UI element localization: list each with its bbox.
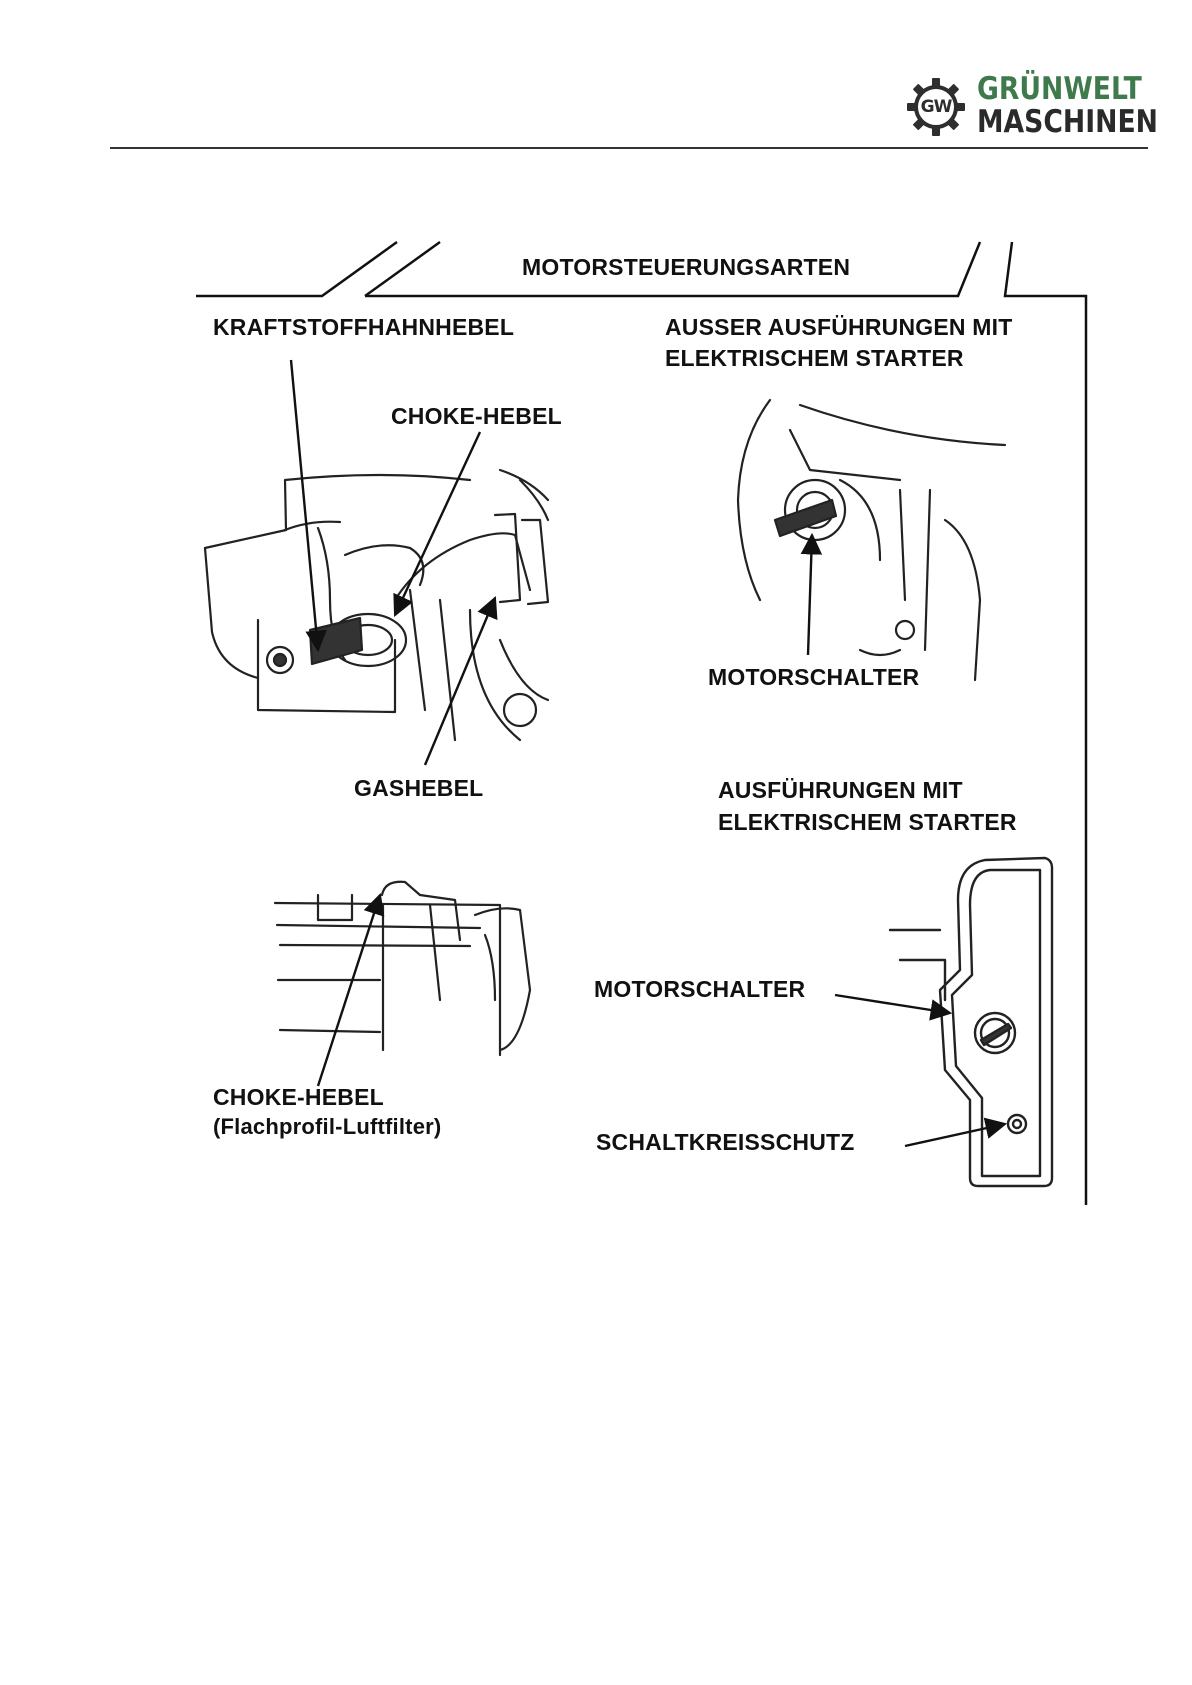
label-schaltkreisschutz: SCHALTKREISSCHUTZ bbox=[596, 1128, 855, 1156]
engine-lever-drawing bbox=[205, 470, 548, 740]
flat-filter-drawing bbox=[275, 882, 530, 1055]
label-choke-flachprofil: CHOKE-HEBEL bbox=[213, 1083, 384, 1111]
label-ausser-elektrisch: ELEKTRISCHEM STARTER bbox=[665, 344, 964, 372]
label-motorschalter-top: MOTORSCHALTER bbox=[708, 663, 919, 691]
label-flachprofil-luftfilter: (Flachprofil-Luftfilter) bbox=[213, 1113, 441, 1141]
figure-frame bbox=[196, 242, 1086, 1205]
label-choke-hebel: CHOKE-HEBEL bbox=[391, 402, 562, 430]
label-ausser-ausfuehrungen: AUSSER AUSFÜHRUNGEN MIT bbox=[665, 313, 1012, 341]
label-ausfuehrungen-mit: AUSFÜHRUNGEN MIT bbox=[718, 776, 963, 804]
label-mit-elektrisch: ELEKTRISCHEM STARTER bbox=[718, 808, 1017, 836]
label-kraftstoffhahnhebel: KRAFTSTOFFHAHNHEBEL bbox=[213, 313, 514, 341]
banner-title: MOTORSTEUERUNGSARTEN bbox=[522, 253, 850, 281]
label-gashebel: GASHEBEL bbox=[354, 774, 483, 802]
electric-starter-drawing bbox=[890, 858, 1052, 1186]
engine-switch-drawing bbox=[738, 400, 1005, 680]
label-motorschalter-bottom: MOTORSCHALTER bbox=[594, 975, 805, 1003]
leader-lines bbox=[291, 360, 1005, 1146]
